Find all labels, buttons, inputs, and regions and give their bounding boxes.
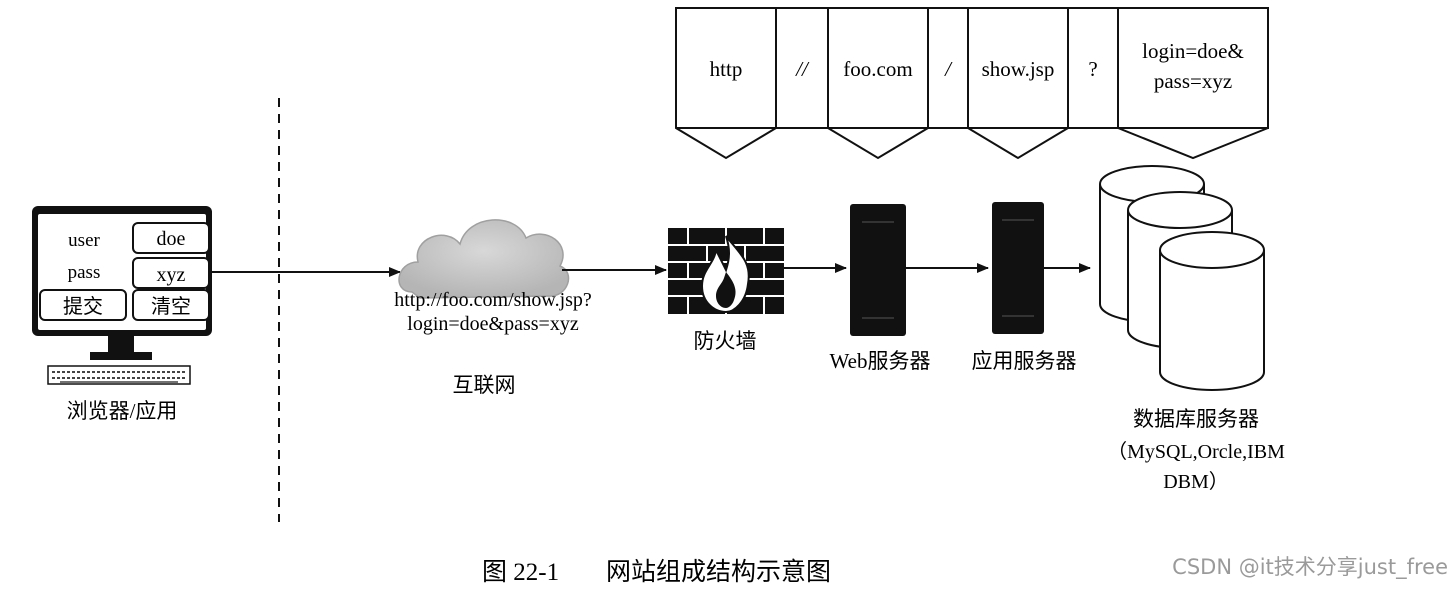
database-label-line2: （MySQL,Orcle,IBM	[1107, 440, 1285, 463]
pass-input-value: xyz	[157, 264, 186, 286]
url-part-query-line1: login=doe&	[1142, 39, 1244, 63]
keyboard-icon	[47, 365, 191, 385]
browser-caption: 浏览器/应用	[67, 399, 178, 423]
pass-label: pass	[68, 262, 101, 283]
url-part-host: foo.com	[843, 57, 912, 81]
url-breakdown: http // foo.com / show.jsp ? login=doe& …	[675, 7, 1269, 160]
database-label-line3: DBM）	[1163, 470, 1229, 493]
firewall-label: 防火墙	[694, 329, 757, 353]
monitor-base	[90, 352, 152, 360]
internet-label: 互联网	[453, 373, 516, 397]
submit-button-box[interactable]	[39, 289, 127, 321]
url-part-query-line2: pass=xyz	[1154, 69, 1232, 93]
internet-url-line2: login=doe&pass=xyz	[407, 313, 579, 335]
submit-button-label: 提交	[63, 295, 103, 318]
internet-url-line1: http://foo.com/show.jsp?	[394, 289, 592, 311]
pass-input-box[interactable]	[132, 257, 210, 289]
url-part-path: show.jsp	[982, 57, 1055, 81]
url-part-slashes: //	[795, 57, 810, 81]
database-icon: 数据库服务器 （MySQL,Orcle,IBM DBM）	[1099, 165, 1285, 493]
user-label: user	[68, 230, 100, 251]
user-input-value: doe	[157, 228, 186, 250]
figure-caption-number: 图 22-1	[482, 559, 559, 586]
database-label-line1: 数据库服务器	[1133, 407, 1259, 431]
url-part-question: ?	[1088, 57, 1097, 81]
app-server-label: 应用服务器	[972, 349, 1077, 373]
web-server-icon: Web服务器	[830, 204, 931, 373]
web-server-label: Web服务器	[830, 349, 931, 373]
url-part-protocol: http	[710, 57, 743, 81]
figure-caption-title: 网站组成结构示意图	[606, 558, 831, 586]
app-server-icon: 应用服务器	[972, 202, 1077, 373]
csdn-watermark: CSDN @it技术分享just_free	[1172, 555, 1448, 580]
internet-cloud-icon: http://foo.com/show.jsp? login=doe&pass=…	[394, 219, 592, 397]
user-input-box[interactable]	[132, 222, 210, 254]
clear-button-box[interactable]	[132, 289, 210, 321]
url-part-slash: /	[944, 57, 953, 81]
monitor-neck	[108, 336, 134, 356]
browser-computer: user doe pass xyz 提交 清空 浏览器/应用	[32, 206, 212, 423]
firewall-icon: 防火墙	[668, 228, 784, 353]
clear-button-label: 清空	[151, 295, 191, 318]
